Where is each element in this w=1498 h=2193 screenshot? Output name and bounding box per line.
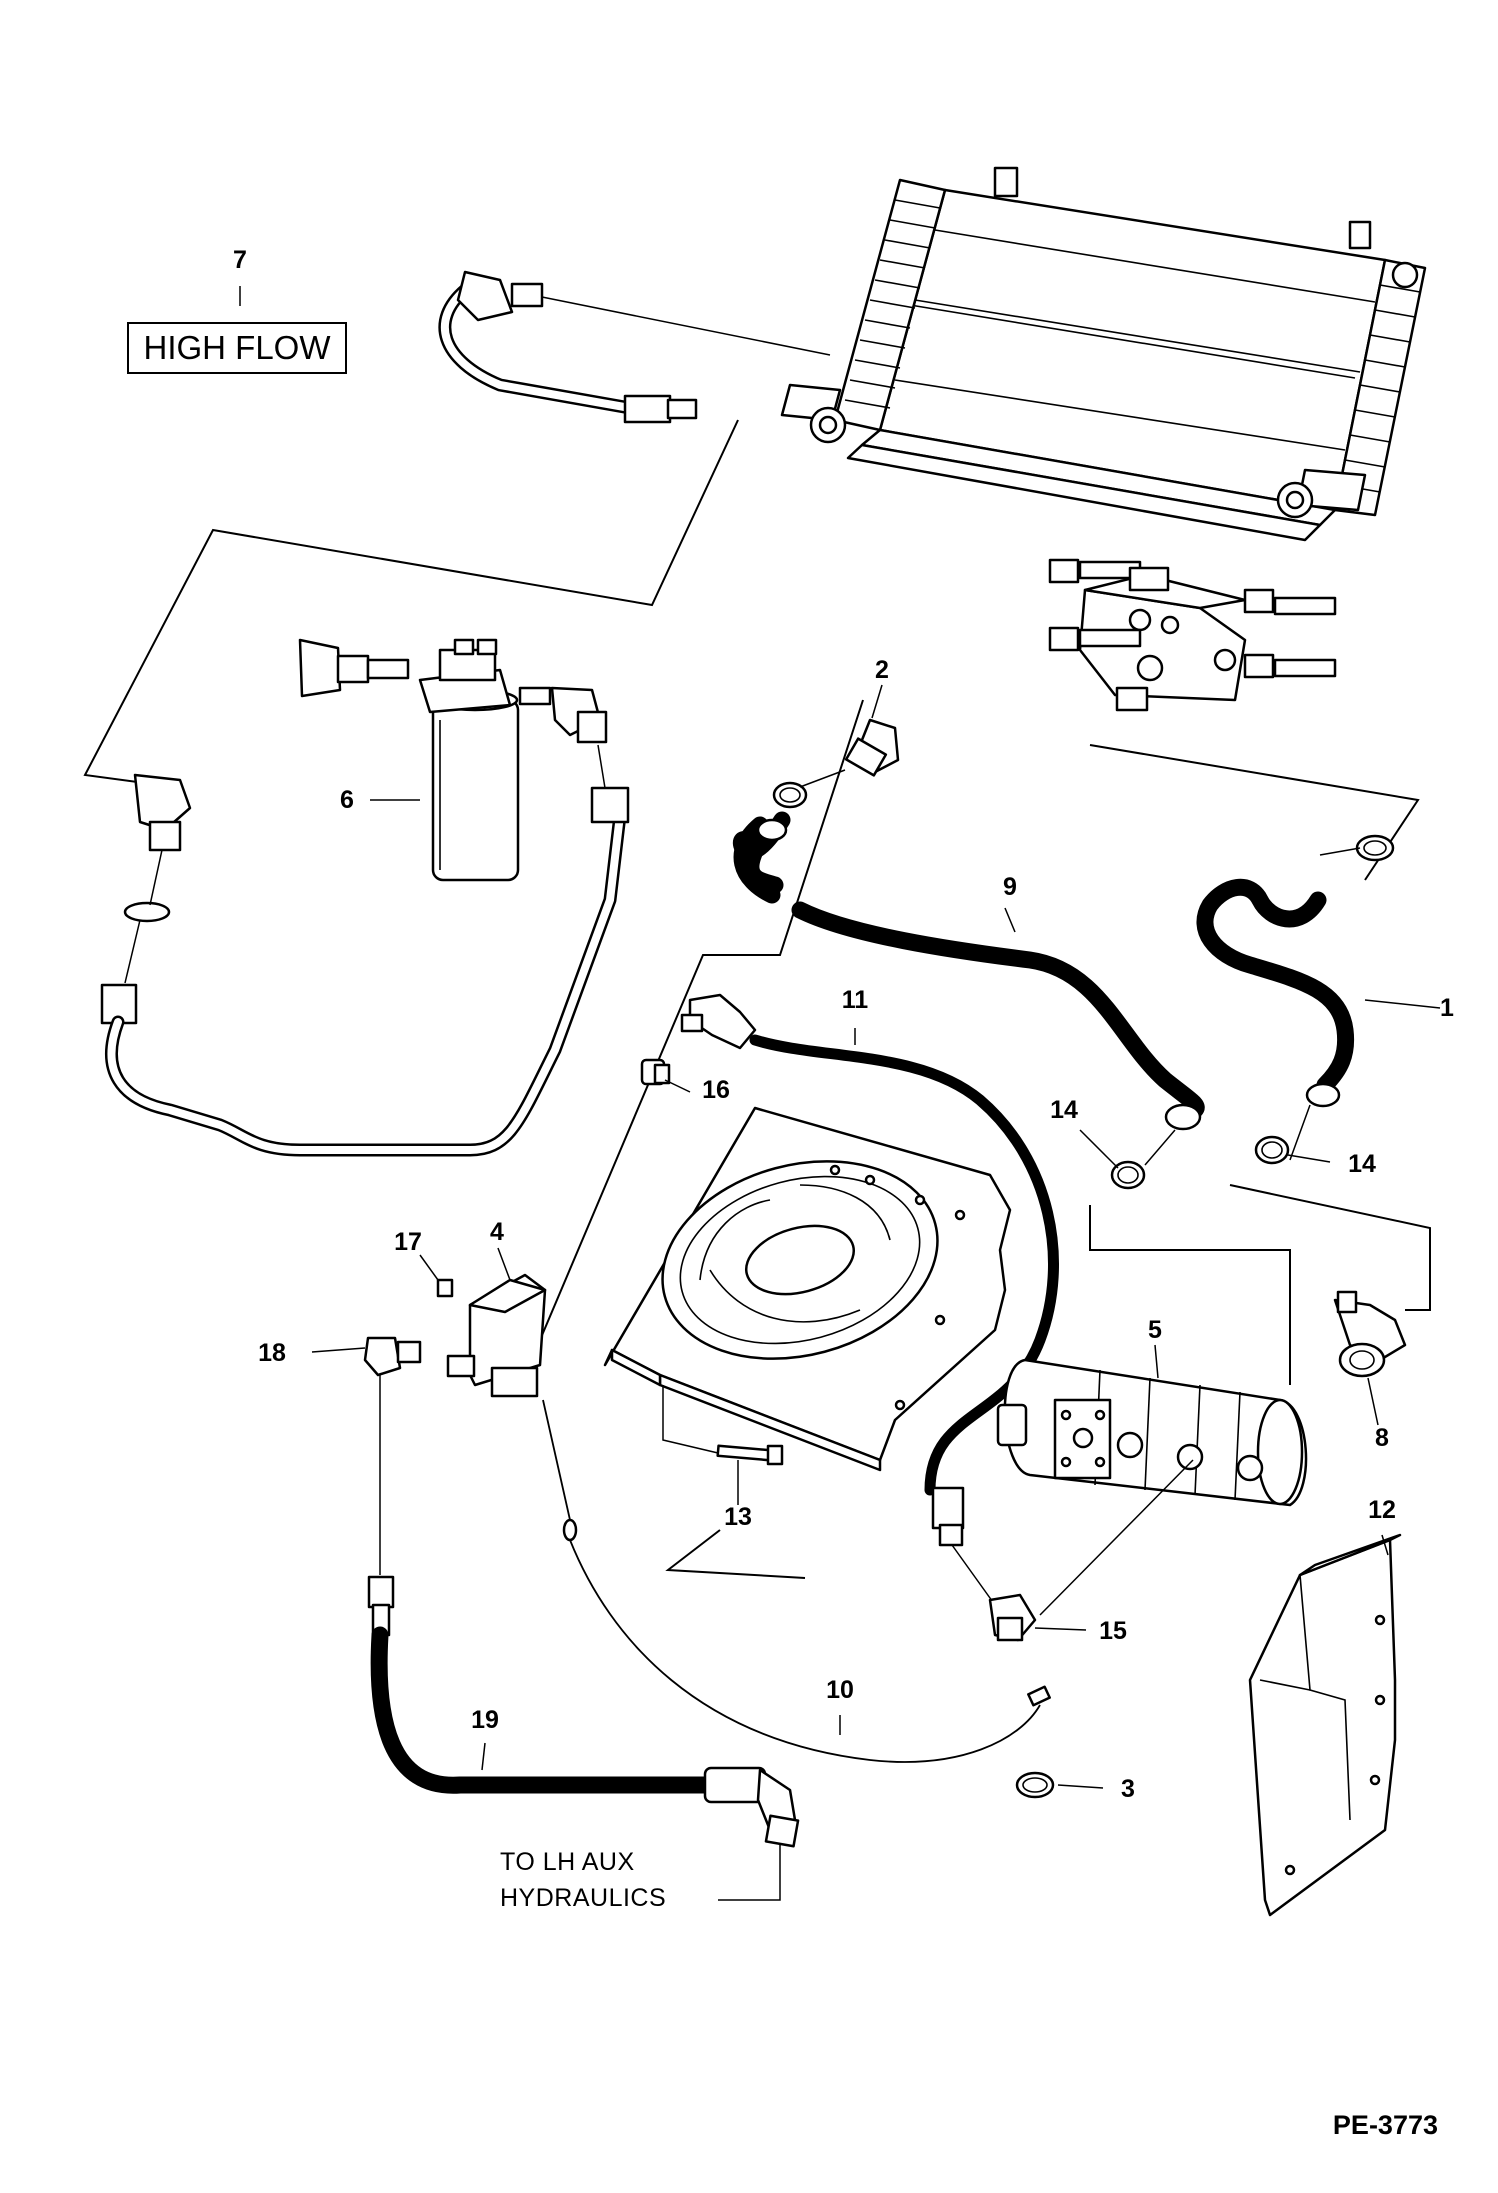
fitting-16 (640, 1058, 671, 1086)
callout-18: 18 (258, 1339, 286, 1367)
callout-11: 11 (842, 986, 869, 1014)
aux-label-line2: HYDRAULICS (500, 1884, 666, 1912)
hose-11 (680, 993, 1059, 1547)
clamp-3 (1015, 1771, 1055, 1799)
filter-fitting-leader-2 (124, 919, 141, 984)
oil-cooler (780, 166, 1427, 542)
callout-13: 13 (724, 1503, 752, 1531)
solenoid-valve-4 (446, 1273, 547, 1398)
callout-10: 10 (826, 1676, 854, 1704)
callout-12: 12 (1368, 1496, 1396, 1524)
filter-connection-frame (83, 419, 739, 786)
hose-9 (732, 811, 1205, 1131)
mounting-plate (603, 1106, 1012, 1472)
control-valve-block (1048, 558, 1337, 712)
clamp-upper-right (1355, 834, 1395, 862)
hose-1-lower-leader (1289, 1104, 1311, 1161)
gear-pump-5 (996, 1358, 1308, 1507)
callout-17: 17 (394, 1228, 422, 1256)
page-reference: PE-3773 (1333, 2110, 1438, 2140)
callout-4: 4 (490, 1218, 504, 1246)
callout-15: 15 (1099, 1617, 1127, 1645)
clamp-near-2 (772, 781, 808, 809)
pump-connection-frame-1 (1089, 1205, 1291, 1385)
filter-fitting-leader-3 (597, 744, 606, 789)
pump-port-leader (1039, 1459, 1194, 1616)
solenoid-coils (1048, 558, 1337, 679)
clamp-14-right (1254, 1135, 1290, 1165)
fitting-18 (363, 1336, 422, 1377)
callout-leaders (239, 286, 1441, 1789)
callout-5: 5 (1148, 1316, 1162, 1344)
callout-7: 7 (233, 246, 247, 274)
fitting-8 (1333, 1290, 1407, 1378)
aux-label-line1: TO LH AUX (500, 1848, 635, 1876)
callout-8: 8 (1375, 1424, 1389, 1452)
hose-to-cooler-leader (541, 296, 831, 356)
hydraulic-filter (298, 638, 608, 882)
filter-fitting-leader-1 (149, 849, 163, 906)
hose-1-clamp-leader (1319, 847, 1361, 856)
callout-1: 1 (1440, 994, 1454, 1022)
shield-12 (1248, 1533, 1402, 1917)
hose-1 (1196, 878, 1355, 1108)
filter-tube-assembly (100, 773, 630, 1157)
fitting-2 (844, 718, 900, 777)
callout-2: 2 (875, 656, 889, 684)
high-flow-hose-elbow (438, 270, 698, 424)
callout-14-left: 14 (1050, 1096, 1078, 1124)
hose-leader-frame (665, 1529, 806, 1579)
hose-9-lower-leader (1144, 1129, 1176, 1166)
callout-19: 19 (471, 1706, 499, 1734)
high-flow-label: HIGH FLOW (144, 329, 332, 366)
pump-connection-frame-2 (1229, 1184, 1431, 1311)
callout-3: 3 (1121, 1775, 1135, 1803)
aux-hydraulics-leader (718, 1845, 781, 1901)
callout-6: 6 (340, 786, 354, 814)
wire-harness-10 (542, 1399, 1051, 1763)
nut-17 (436, 1278, 454, 1298)
callout-16: 16 (702, 1076, 730, 1104)
callout-14-right: 14 (1348, 1150, 1376, 1178)
fitting-2-leader (799, 769, 846, 788)
high-flow-box (127, 322, 347, 374)
plate-connection-frame (539, 699, 864, 1341)
hose-19 (367, 1375, 800, 1848)
callout-9: 9 (1003, 873, 1017, 901)
bolt-13 (716, 1444, 784, 1466)
fitting-15 (988, 1593, 1037, 1642)
bolt-13-leader (662, 1385, 719, 1454)
hose-11-end-leader (951, 1544, 996, 1606)
clamp-14-left (1110, 1160, 1146, 1190)
